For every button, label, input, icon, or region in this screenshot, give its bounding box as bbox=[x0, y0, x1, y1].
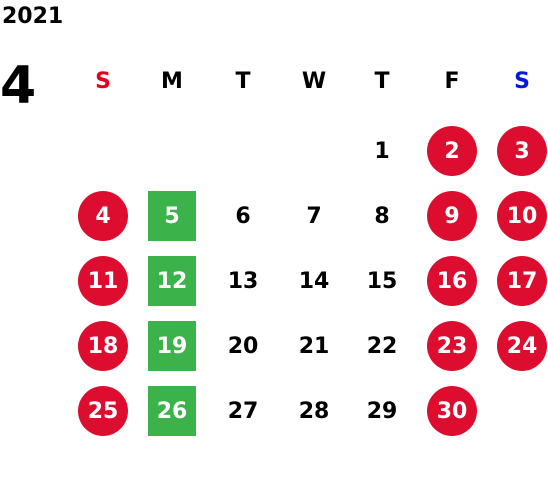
day-cell[interactable]: 22 bbox=[355, 319, 409, 373]
day-number: 14 bbox=[298, 268, 330, 294]
day-cell[interactable]: 25 bbox=[76, 384, 130, 438]
day-cell[interactable]: 7 bbox=[287, 189, 341, 243]
day-cell[interactable]: 21 bbox=[287, 319, 341, 373]
day-cell[interactable]: 9 bbox=[425, 189, 479, 243]
day-number: 19 bbox=[148, 321, 196, 371]
day-number: 9 bbox=[427, 191, 477, 241]
day-number: 5 bbox=[148, 191, 196, 241]
weekday-header: M bbox=[161, 68, 183, 94]
day-cell[interactable]: 17 bbox=[495, 254, 548, 308]
day-number: 4 bbox=[78, 191, 128, 241]
day-number: 1 bbox=[374, 138, 390, 164]
day-number: 28 bbox=[298, 398, 330, 424]
day-cell[interactable]: 24 bbox=[495, 319, 548, 373]
day-number: 11 bbox=[78, 256, 128, 306]
day-number: 16 bbox=[427, 256, 477, 306]
day-cell[interactable]: 28 bbox=[287, 384, 341, 438]
day-cell[interactable]: 13 bbox=[216, 254, 270, 308]
weekday-header: S bbox=[95, 68, 111, 94]
day-number: 24 bbox=[497, 321, 547, 371]
day-cell[interactable]: 3 bbox=[495, 124, 548, 178]
day-number: 13 bbox=[227, 268, 259, 294]
day-number: 25 bbox=[78, 386, 128, 436]
day-cell[interactable]: 30 bbox=[425, 384, 479, 438]
day-number: 7 bbox=[306, 203, 322, 229]
day-number: 15 bbox=[366, 268, 398, 294]
day-cell[interactable]: 29 bbox=[355, 384, 409, 438]
weekday-header: S bbox=[514, 68, 530, 94]
day-number: 8 bbox=[374, 203, 390, 229]
day-cell[interactable]: 20 bbox=[216, 319, 270, 373]
weekday-header: T bbox=[235, 68, 251, 94]
day-cell[interactable]: 18 bbox=[76, 319, 130, 373]
day-cell[interactable]: 10 bbox=[495, 189, 548, 243]
weekday-header: T bbox=[374, 68, 390, 94]
day-cell[interactable]: 5 bbox=[145, 189, 199, 243]
day-cell[interactable]: 8 bbox=[355, 189, 409, 243]
day-number: 10 bbox=[497, 191, 547, 241]
day-number: 3 bbox=[497, 126, 547, 176]
month-number: 4 bbox=[0, 56, 37, 116]
day-number: 18 bbox=[78, 321, 128, 371]
weekday-header: F bbox=[444, 68, 460, 94]
day-cell[interactable]: 27 bbox=[216, 384, 270, 438]
day-number: 21 bbox=[298, 333, 330, 359]
day-cell[interactable]: 6 bbox=[216, 189, 270, 243]
day-cell[interactable]: 23 bbox=[425, 319, 479, 373]
day-number: 26 bbox=[148, 386, 196, 436]
day-number: 20 bbox=[227, 333, 259, 359]
day-number: 29 bbox=[366, 398, 398, 424]
day-cell[interactable]: 12 bbox=[145, 254, 199, 308]
day-number: 17 bbox=[497, 256, 547, 306]
year-label: 2021 bbox=[2, 4, 64, 29]
day-number: 27 bbox=[227, 398, 259, 424]
day-cell[interactable]: 2 bbox=[425, 124, 479, 178]
day-number: 30 bbox=[427, 386, 477, 436]
day-cell[interactable]: 1 bbox=[355, 124, 409, 178]
day-cell[interactable]: 16 bbox=[425, 254, 479, 308]
day-number: 2 bbox=[427, 126, 477, 176]
day-cell[interactable]: 4 bbox=[76, 189, 130, 243]
day-cell[interactable]: 19 bbox=[145, 319, 199, 373]
day-cell[interactable]: 14 bbox=[287, 254, 341, 308]
day-cell[interactable]: 26 bbox=[145, 384, 199, 438]
day-cell[interactable]: 11 bbox=[76, 254, 130, 308]
day-number: 6 bbox=[235, 203, 251, 229]
day-number: 22 bbox=[366, 333, 398, 359]
weekday-header: W bbox=[301, 68, 327, 94]
day-number: 23 bbox=[427, 321, 477, 371]
day-cell[interactable]: 15 bbox=[355, 254, 409, 308]
day-number: 12 bbox=[148, 256, 196, 306]
